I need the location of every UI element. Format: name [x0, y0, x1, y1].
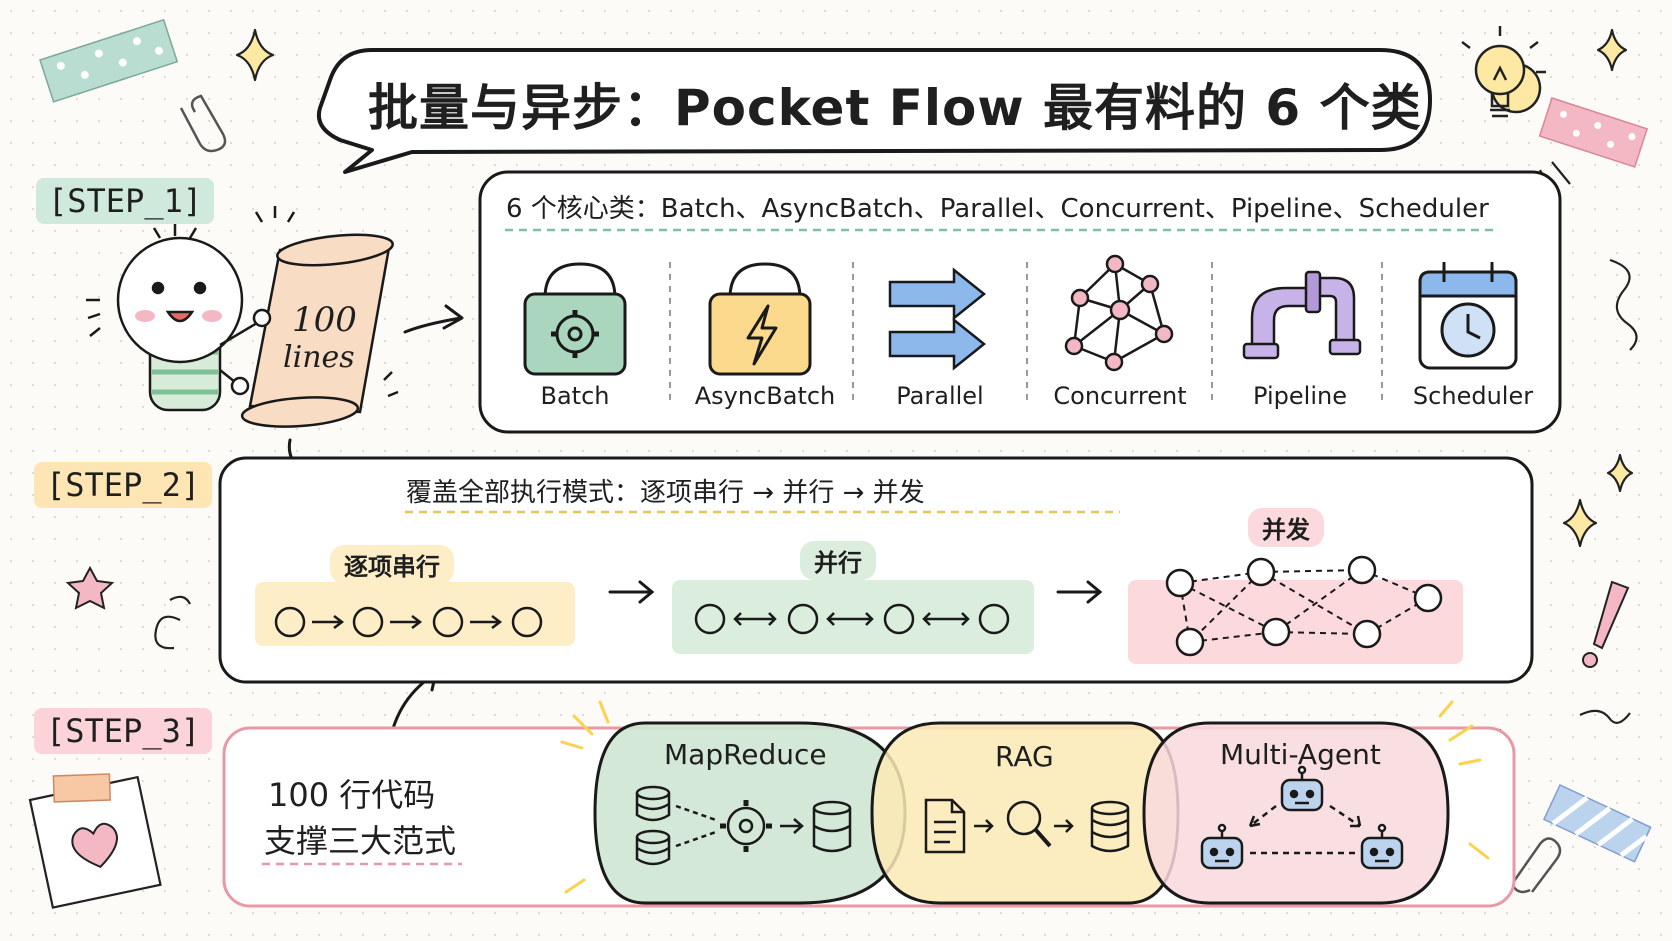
exclamation-icon [1582, 580, 1630, 668]
multi-agent-icons [1200, 765, 1404, 870]
star-icon [65, 565, 115, 610]
mapreduce-icons [635, 785, 852, 866]
concurrent-flow-diagram [1165, 555, 1443, 657]
step-3-tag: [STEP_3] [34, 708, 213, 754]
class-label-pipeline: Pipeline [1253, 382, 1347, 410]
parallel-flow-diagram [694, 603, 1010, 635]
washi-tape-top-right [1538, 97, 1649, 168]
character-doodle [86, 224, 263, 412]
step-2-tag: [STEP_2] [34, 462, 213, 508]
concurrent-mode-area [1128, 580, 1463, 664]
mode-arrows [608, 580, 1103, 604]
serial-mode-area [255, 582, 575, 646]
mode-label-parallel: 并行 [800, 541, 876, 580]
mode-label-concurrent: 并发 [1248, 508, 1324, 547]
washi-tape-top-left [39, 18, 179, 103]
scroll-icon [230, 206, 399, 428]
bag-lightning-icon [708, 262, 812, 376]
class-label-concurrent: Concurrent [1053, 382, 1187, 410]
calendar-clock-icon [1418, 262, 1518, 370]
class-label-asyncbatch: AsyncBatch [694, 382, 836, 410]
washi-tape-bottom-right [1542, 784, 1652, 863]
scroll-text-lines: lines [283, 340, 355, 375]
serial-flow-diagram [274, 606, 543, 638]
paradigm-label-multi-agent: Multi-Agent [1220, 738, 1381, 771]
page-title: 批量与异步：Pocket Flow 最有料的 6 个类 [368, 79, 1422, 137]
heart-note-icon [28, 773, 162, 909]
title-bubble [317, 48, 1432, 174]
paradigm-label-rag: RAG [995, 740, 1054, 773]
robot-icon [1360, 823, 1404, 870]
step3-caption-line1: 100 行代码 [268, 776, 436, 814]
class-label-batch: Batch [540, 382, 610, 410]
step-1-tag: [STEP_1] [36, 178, 215, 224]
pipe-icon [1242, 270, 1362, 360]
lightbulb-icon [1461, 26, 1546, 118]
robot-icon [1200, 823, 1244, 870]
parallel-mode-area [672, 580, 1034, 654]
mode-label-serial: 逐项串行 [330, 545, 454, 584]
class-label-parallel: Parallel [896, 382, 984, 410]
paradigm-label-mapreduce: MapReduce [664, 738, 827, 771]
bag-gear-icon [523, 262, 627, 376]
rag-icons [924, 798, 1130, 854]
class-label-scheduler: Scheduler [1412, 382, 1534, 410]
highlight-rays [560, 700, 1490, 894]
network-graph-icon [1064, 254, 1174, 372]
scroll-text-100: 100 [292, 300, 357, 340]
parallel-arrows-icon [888, 267, 987, 371]
step3-caption-line2: 支撑三大范式 [264, 822, 457, 860]
robot-icon [1280, 765, 1324, 812]
step2-header: 覆盖全部执行模式：逐项串行 → 并行 → 并发 [406, 478, 925, 508]
paperclip-icon [179, 94, 1562, 894]
step1-header: 6 个核心类：Batch、AsyncBatch、Parallel、Concurr… [506, 194, 1489, 224]
